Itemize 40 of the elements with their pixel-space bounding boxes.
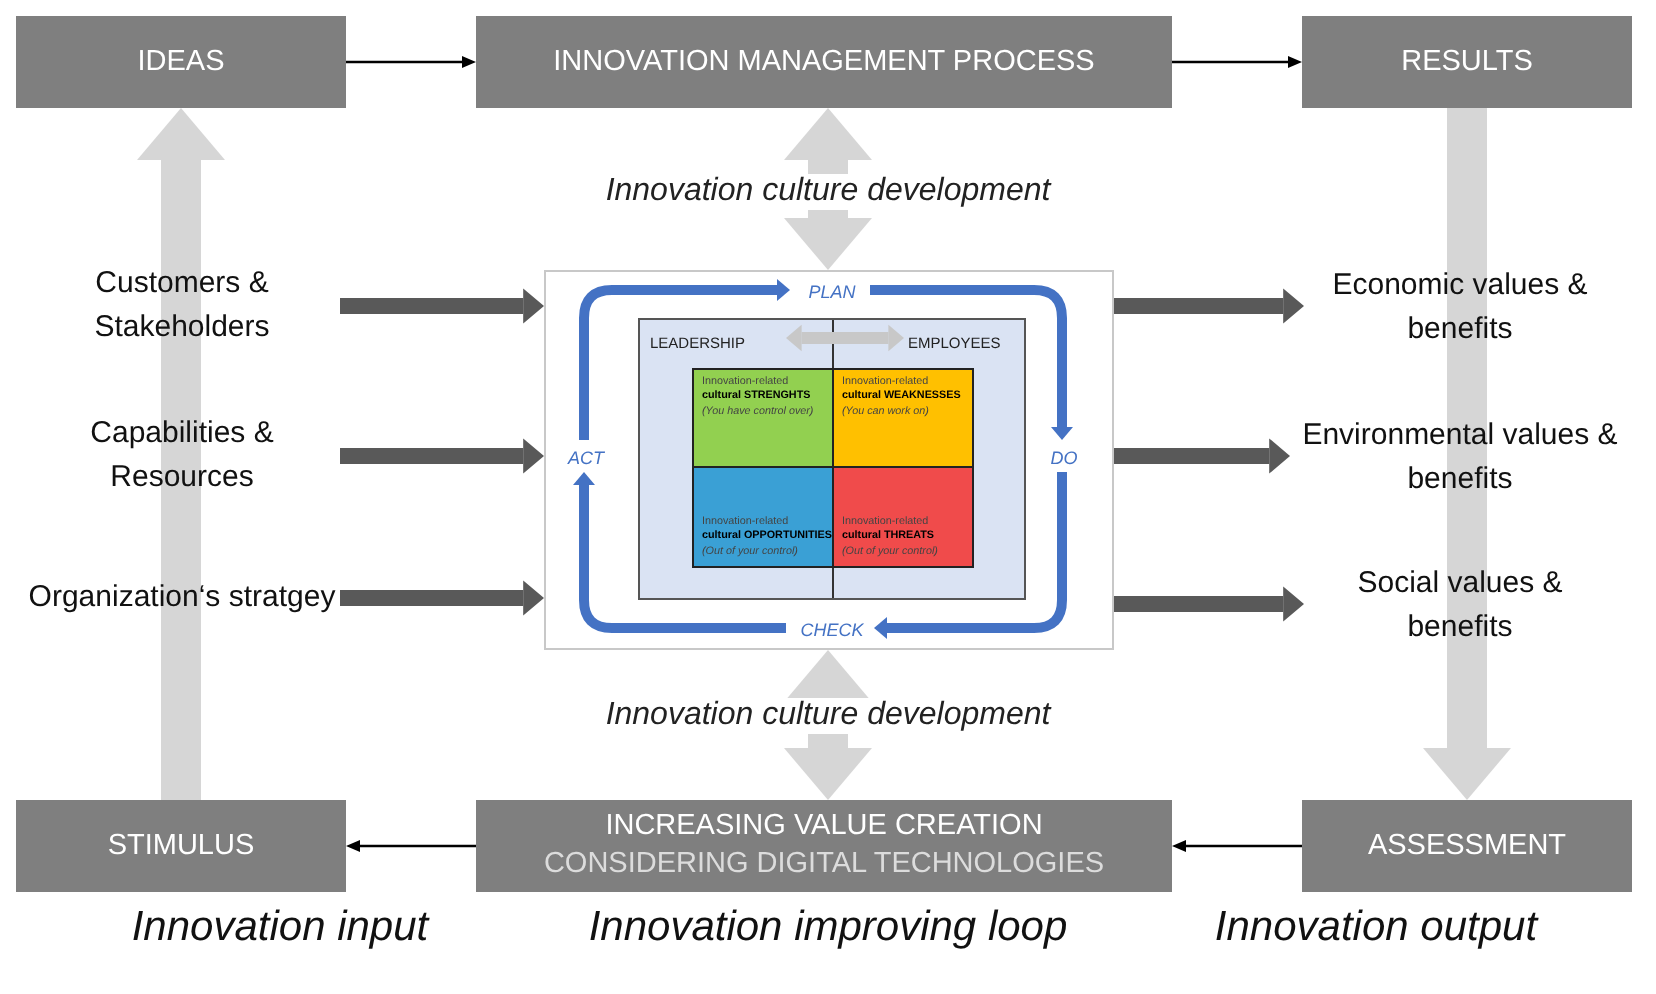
section-caption: Innovation input bbox=[129, 904, 432, 952]
arrow bbox=[784, 108, 872, 270]
arrow bbox=[340, 580, 544, 616]
section-caption: Innovation output bbox=[1212, 904, 1541, 952]
cycle-stage-label: ACT bbox=[558, 442, 614, 474]
swot-panel bbox=[638, 318, 1026, 600]
arrow bbox=[137, 108, 225, 800]
process-box: ASSESSMENT bbox=[1302, 800, 1632, 892]
cycle-stage-label: PLAN bbox=[792, 276, 872, 308]
arrow bbox=[1114, 288, 1304, 324]
factor-label: Economic values & benefits bbox=[1304, 258, 1616, 358]
arrow bbox=[784, 650, 872, 800]
process-box: RESULTS bbox=[1302, 16, 1632, 108]
arrow bbox=[1114, 438, 1290, 474]
arrow bbox=[786, 324, 904, 352]
arrow bbox=[346, 56, 476, 68]
arrow bbox=[346, 840, 476, 852]
process-box: INCREASING VALUE CREATION CONSIDERING DIGITAL TECHNOLOGIES bbox=[476, 800, 1172, 892]
arrow bbox=[340, 288, 544, 324]
process-box: STIMULUS bbox=[16, 800, 346, 892]
cycle-stage-label: CHECK bbox=[788, 614, 876, 646]
factor-label: Capabilities & Resources bbox=[24, 406, 340, 506]
arrow bbox=[870, 285, 1073, 440]
arrow bbox=[573, 472, 786, 633]
process-box: IDEAS bbox=[16, 16, 346, 108]
factor-label: Social values & benefits bbox=[1304, 556, 1616, 656]
arrow bbox=[579, 279, 790, 440]
arrow bbox=[1172, 840, 1302, 852]
arrow bbox=[1114, 586, 1304, 622]
factor-label: Organization‘s stratgey bbox=[24, 548, 340, 648]
arrow bbox=[1423, 108, 1511, 800]
factor-label: Environmental values & benefits bbox=[1290, 408, 1630, 508]
arrow bbox=[1172, 56, 1302, 68]
section-caption: Innovation improving loop bbox=[586, 904, 1070, 952]
arrow bbox=[874, 472, 1067, 639]
cycle-stage-label: DO bbox=[1040, 442, 1088, 474]
factor-label: Customers & Stakeholders bbox=[24, 256, 340, 356]
pdca-panel bbox=[544, 270, 1114, 650]
arrow bbox=[340, 438, 544, 474]
process-box: INNOVATION MANAGEMENT PROCESS bbox=[476, 16, 1172, 108]
